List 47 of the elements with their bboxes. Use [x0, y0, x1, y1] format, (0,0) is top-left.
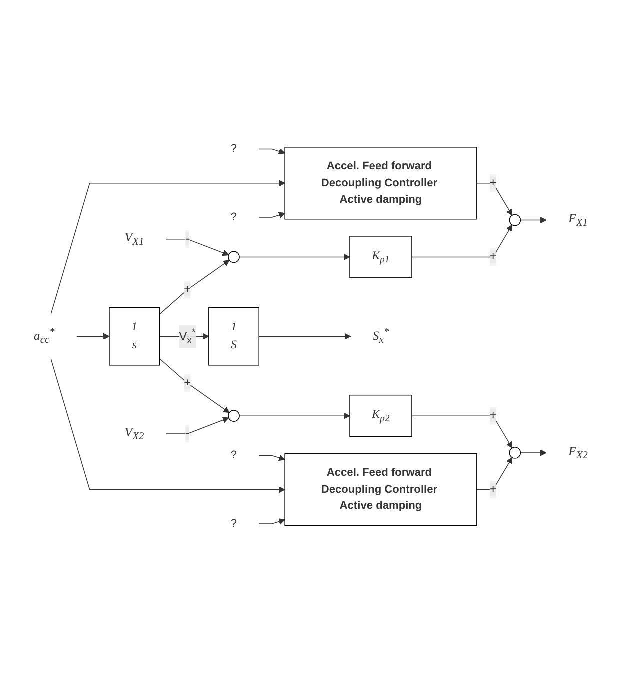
node-circle — [228, 251, 240, 263]
node-circle — [509, 446, 522, 459]
arrow — [258, 333, 352, 340]
node-box: 1 s — [109, 307, 160, 366]
arrow — [159, 358, 230, 414]
edge-label: + — [490, 176, 497, 190]
arrow — [239, 412, 350, 420]
node-text: V$_{X1}$ — [124, 230, 144, 248]
node-circle — [509, 214, 522, 226]
node-text: ? — [230, 448, 238, 462]
arrow — [159, 260, 230, 315]
arrow — [476, 182, 513, 216]
node-box: Accel. Feed forward Decoupling Controller Active damping — [284, 146, 478, 220]
arrow — [166, 238, 230, 256]
arrow — [258, 148, 286, 155]
node-circle — [228, 410, 240, 422]
arrow — [258, 454, 286, 461]
arrow — [166, 417, 230, 434]
arrow — [50, 359, 286, 493]
node-text: ? — [230, 210, 238, 224]
edge-label: + — [490, 409, 497, 422]
edge-label: + — [490, 483, 497, 496]
node-box: Accel. Feed forward Decoupling Controller Active damping — [284, 453, 478, 526]
node-box: K$_{p1}$ — [350, 236, 412, 278]
arrow — [412, 416, 513, 448]
arrow — [476, 457, 513, 490]
arrow — [258, 212, 286, 218]
arrow — [159, 333, 210, 340]
node-text: F$_{X1}$ — [568, 211, 588, 229]
edge-label: + — [184, 283, 192, 296]
node-text: F$_{X2}$ — [568, 444, 588, 462]
node-text: V$_{X2}$ — [124, 425, 144, 442]
node-box: K$_{p2}$ — [350, 394, 412, 438]
edge-label: - — [186, 232, 190, 246]
node-text: ? — [230, 517, 238, 530]
arrow — [412, 224, 513, 258]
arrow — [50, 180, 286, 314]
node-text: ? — [230, 142, 238, 155]
arrow — [258, 518, 286, 525]
edge-label: - — [186, 427, 190, 440]
arrow — [239, 254, 350, 260]
node-box: 1 S — [208, 307, 260, 366]
arrow — [520, 216, 547, 224]
edge-label: + — [490, 250, 497, 263]
arrow — [520, 450, 547, 456]
arrow — [76, 333, 110, 340]
edge-label: + — [184, 376, 192, 390]
